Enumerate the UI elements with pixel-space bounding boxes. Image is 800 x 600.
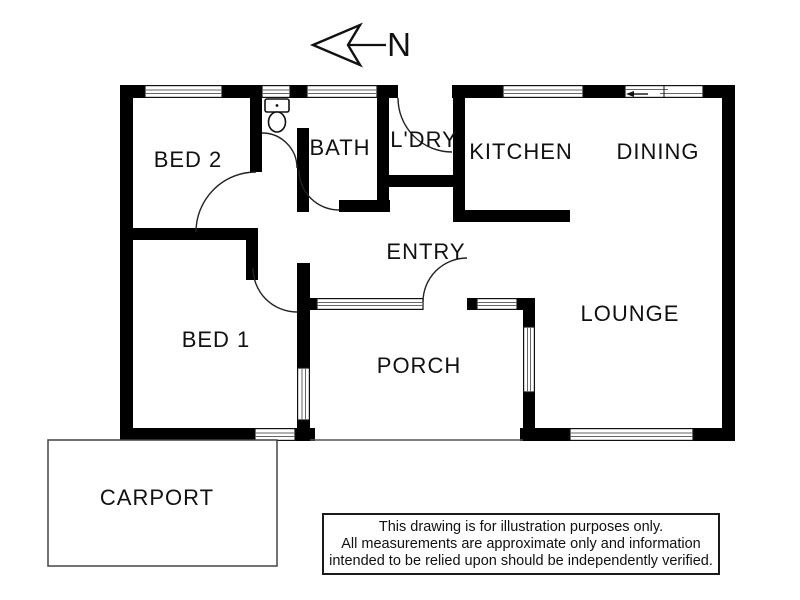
window-kitchen — [502, 84, 584, 98]
door-laundry — [397, 97, 453, 153]
disclaimer-line-2: All measurements are approximate only an… — [341, 535, 701, 552]
room-label-porch: PORCH — [376, 353, 462, 378]
door-swings — [195, 97, 468, 313]
room-label-kitchen: KITCHEN — [469, 139, 573, 164]
room-label-lounge: LOUNGE — [580, 301, 680, 326]
window-bath — [306, 84, 378, 98]
door-wc — [261, 132, 298, 169]
door-bath — [298, 169, 340, 211]
room-label-bath: BATH — [309, 135, 371, 160]
carport-outline — [47, 439, 278, 567]
room-label-carport: CARPORT — [99, 485, 215, 510]
toilet-icon — [264, 98, 290, 133]
disclaimer-line-1: This drawing is for illustration purpose… — [378, 518, 664, 535]
slider-direction-arrow-icon — [626, 91, 648, 97]
north-arrow-icon — [309, 22, 386, 68]
door-bed1 — [252, 267, 298, 313]
room-label-bed2: BED 2 — [153, 147, 223, 172]
north-label: N — [387, 26, 411, 63]
disclaimer-box: This drawing is for illustration purpose… — [322, 513, 720, 575]
room-label-laundry: L'DRY — [390, 127, 458, 152]
window-lounge — [569, 428, 694, 442]
window-wc — [261, 84, 291, 98]
disclaimer-line-3: intended to be relied upon should be ind… — [329, 552, 713, 569]
window-porch-top-left — [316, 298, 424, 311]
room-label-entry: ENTRY — [386, 239, 466, 264]
door-entry — [422, 257, 468, 303]
window-porch-top-right — [476, 298, 518, 311]
window-bed2 — [144, 84, 223, 98]
window-porch-right — [522, 326, 535, 393]
window-bed1 — [254, 428, 296, 442]
room-label-dining: DINING — [616, 139, 700, 164]
window-dining-slider — [624, 84, 704, 98]
room-label-bed1: BED 1 — [181, 327, 251, 352]
interior-walls — [120, 98, 570, 441]
windows — [144, 84, 704, 442]
window-porch-left — [297, 367, 311, 421]
exterior-walls — [120, 85, 735, 441]
door-bed2 — [195, 171, 257, 233]
